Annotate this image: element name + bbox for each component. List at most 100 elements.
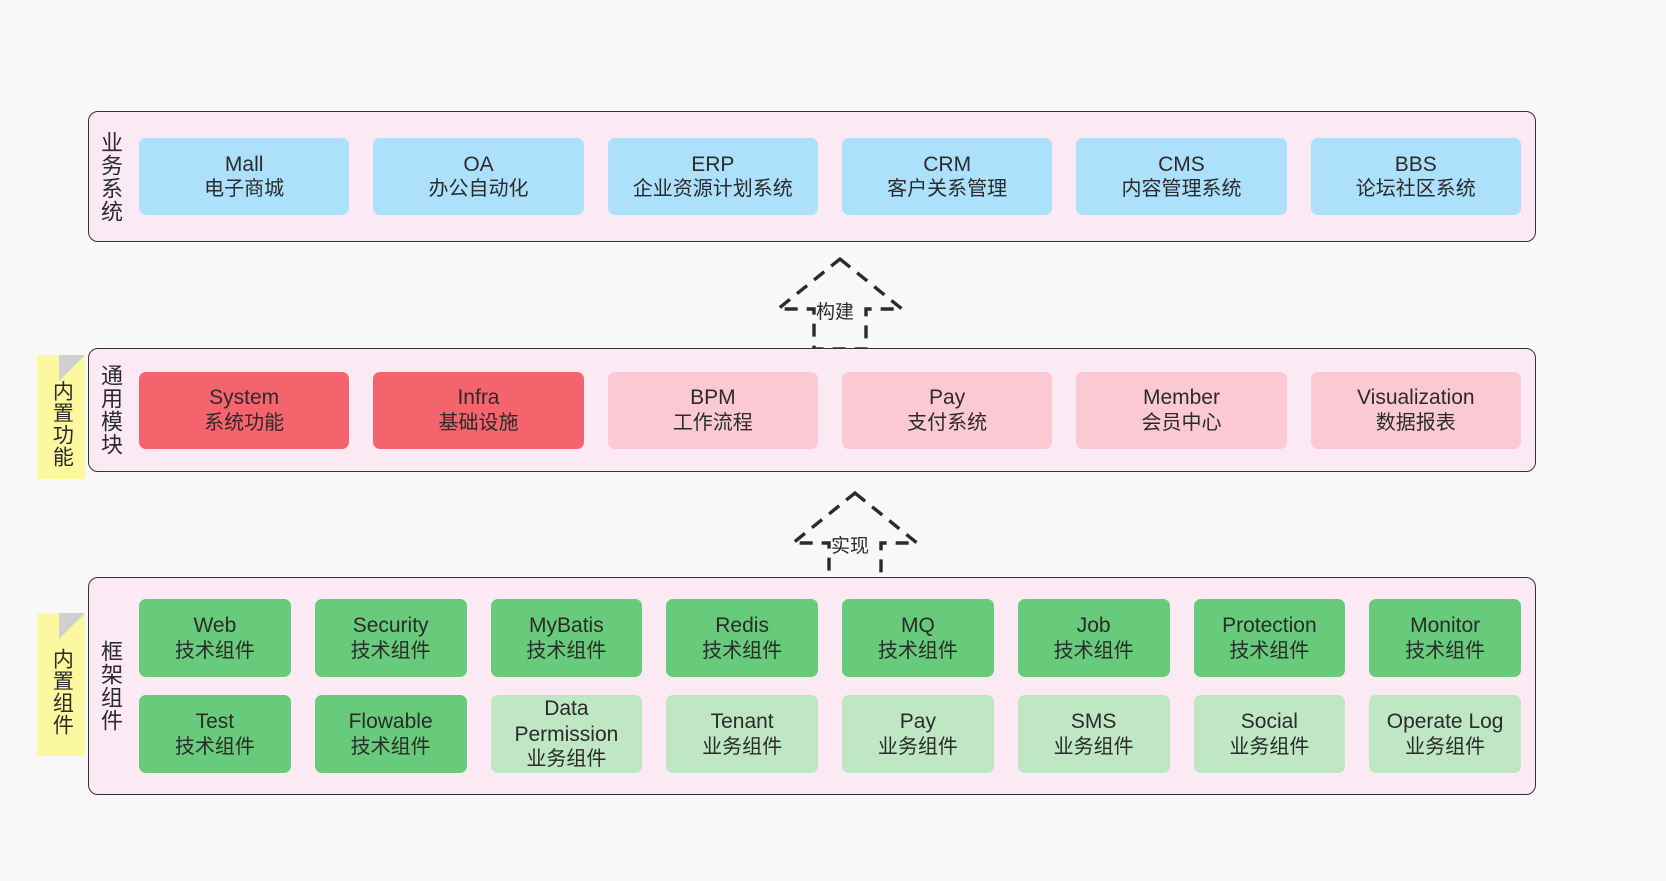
- card-member-title: Member: [1142, 386, 1220, 409]
- card-flowable-title: Flowable: [348, 710, 433, 733]
- card-crm-sub: 客户关系管理: [887, 178, 1008, 201]
- card-bpm-sub: 工作流程: [672, 411, 753, 434]
- business-card-row: Mall 电子商城 OA 办公自动化 ERP 企业资源计划系统 CRM 客户关系…: [139, 138, 1521, 215]
- card-operate-log[interactable]: Operate Log 业务组件: [1369, 695, 1521, 773]
- card-pay-component-title: Pay: [899, 710, 936, 733]
- card-monitor-title: Monitor: [1410, 614, 1481, 637]
- card-visualization[interactable]: Visualization 数据报表: [1310, 371, 1521, 449]
- card-redis-title: Redis: [715, 614, 769, 637]
- card-mq-sub: 技术组件: [877, 639, 958, 662]
- layer-framework-components-body: Web 技术组件 Security 技术组件 MyBatis 技术组件 Redi…: [131, 578, 1535, 794]
- card-oa[interactable]: OA 办公自动化: [373, 138, 584, 215]
- card-web-title: Web: [193, 614, 237, 637]
- card-mall-sub: 电子商城: [204, 178, 285, 201]
- card-pay-component[interactable]: Pay 业务组件: [842, 695, 994, 773]
- card-operate-log-title: Operate Log: [1386, 710, 1504, 733]
- layer-framework-components-title: 框架组件: [97, 640, 123, 732]
- card-web-sub: 技术组件: [174, 639, 255, 662]
- card-tenant-sub: 业务组件: [702, 735, 783, 758]
- card-infra[interactable]: Infra 基础设施: [373, 371, 584, 449]
- card-crm[interactable]: CRM 客户关系管理: [841, 138, 1053, 215]
- card-mybatis[interactable]: MyBatis 技术组件: [490, 599, 643, 677]
- card-system[interactable]: System 系统功能: [139, 371, 350, 449]
- note-builtin-components: 内置组件: [37, 613, 85, 756]
- card-cms-title: CMS: [1158, 152, 1205, 176]
- card-social-sub: 业务组件: [1229, 735, 1310, 758]
- layer-framework-components: 框架组件 Web 技术组件 Security 技术组件 MyBatis 技术组件…: [88, 577, 1536, 795]
- card-job[interactable]: Job 技术组件: [1017, 599, 1170, 677]
- card-test-title: Test: [195, 710, 235, 733]
- card-cms-sub: 内容管理系统: [1121, 178, 1242, 201]
- card-mq[interactable]: MQ 技术组件: [842, 599, 994, 677]
- card-crm-title: CRM: [923, 152, 972, 176]
- card-flowable-sub: 技术组件: [350, 735, 431, 758]
- card-tenant[interactable]: Tenant 业务组件: [666, 695, 818, 773]
- note-builtin-functions: 内置功能: [37, 355, 85, 479]
- card-bbs[interactable]: BBS 论坛社区系统: [1310, 138, 1521, 215]
- common-card-row: System 系统功能 Infra 基础设施 BPM 工作流程 Pay 支付系统…: [139, 371, 1521, 449]
- card-oa-title: OA: [463, 152, 494, 176]
- card-data-permission-sub: 业务组件: [526, 748, 607, 771]
- card-data-permission[interactable]: Data Permission 业务组件: [490, 695, 643, 773]
- card-oa-sub: 办公自动化: [428, 178, 529, 201]
- card-tenant-title: Tenant: [710, 710, 774, 733]
- card-erp-title: ERP: [691, 152, 735, 176]
- card-member[interactable]: Member 会员中心: [1076, 371, 1287, 449]
- card-sms-title: SMS: [1070, 710, 1117, 733]
- note-builtin-components-label: 内置组件: [50, 647, 74, 736]
- card-job-sub: 技术组件: [1053, 639, 1134, 662]
- arrow-build: 构建: [750, 253, 930, 351]
- card-bbs-title: BBS: [1394, 152, 1437, 176]
- card-protection-title: Protection: [1222, 614, 1317, 637]
- card-flowable[interactable]: Flowable 技术组件: [314, 695, 467, 773]
- framework-card-row-1: Web 技术组件 Security 技术组件 MyBatis 技术组件 Redi…: [139, 599, 1521, 677]
- card-data-permission-title: Data Permission: [514, 697, 619, 746]
- card-sms[interactable]: SMS 业务组件: [1017, 695, 1170, 773]
- note-builtin-functions-label: 内置功能: [50, 380, 74, 468]
- card-monitor[interactable]: Monitor 技术组件: [1369, 599, 1521, 677]
- card-bpm-title: BPM: [690, 386, 736, 409]
- layer-common-modules: 通用模块 System 系统功能 Infra 基础设施 BPM 工作流程 Pay…: [88, 348, 1536, 472]
- layer-common-modules-body: System 系统功能 Infra 基础设施 BPM 工作流程 Pay 支付系统…: [131, 349, 1535, 471]
- layer-business-systems-title: 业务系统: [97, 130, 123, 223]
- card-mybatis-title: MyBatis: [529, 614, 604, 637]
- card-mall[interactable]: Mall 电子商城: [139, 138, 350, 215]
- card-pay-module-title: Pay: [929, 386, 966, 409]
- card-bbs-sub: 论坛社区系统: [1355, 178, 1476, 201]
- card-bpm[interactable]: BPM 工作流程: [607, 371, 818, 449]
- card-monitor-sub: 技术组件: [1405, 639, 1486, 662]
- arrow-build-label: 构建: [816, 302, 855, 323]
- card-social-title: Social: [1240, 710, 1298, 733]
- card-security-sub: 技术组件: [350, 639, 431, 662]
- card-erp[interactable]: ERP 企业资源计划系统: [607, 138, 818, 215]
- card-sms-sub: 业务组件: [1053, 735, 1134, 758]
- framework-card-row-2: Test 技术组件 Flowable 技术组件 Data Permission …: [139, 695, 1521, 773]
- layer-common-modules-title: 通用模块: [97, 364, 123, 456]
- card-social[interactable]: Social 业务组件: [1193, 695, 1346, 773]
- card-security[interactable]: Security 技术组件: [314, 599, 467, 677]
- layer-business-systems: 业务系统 Mall 电子商城 OA 办公自动化 ERP 企业资源计划系统 CRM…: [88, 111, 1536, 242]
- layer-business-systems-body: Mall 电子商城 OA 办公自动化 ERP 企业资源计划系统 CRM 客户关系…: [131, 112, 1535, 241]
- card-cms[interactable]: CMS 内容管理系统: [1076, 138, 1287, 215]
- card-erp-sub: 企业资源计划系统: [632, 178, 793, 201]
- card-web[interactable]: Web 技术组件: [139, 599, 291, 677]
- card-infra-sub: 基础设施: [438, 411, 519, 434]
- card-redis[interactable]: Redis 技术组件: [666, 599, 818, 677]
- card-test-sub: 技术组件: [174, 735, 255, 758]
- card-pay-component-sub: 业务组件: [877, 735, 958, 758]
- card-test[interactable]: Test 技术组件: [139, 695, 291, 773]
- card-protection-sub: 技术组件: [1229, 639, 1310, 662]
- card-job-title: Job: [1076, 614, 1111, 637]
- card-mq-title: MQ: [900, 614, 935, 637]
- card-member-sub: 会员中心: [1141, 411, 1222, 434]
- card-redis-sub: 技术组件: [702, 639, 783, 662]
- card-security-title: Security: [352, 614, 429, 637]
- card-pay-module-sub: 支付系统: [907, 411, 988, 434]
- card-mall-title: Mall: [224, 152, 264, 176]
- card-operate-log-sub: 业务组件: [1405, 735, 1486, 758]
- card-protection[interactable]: Protection 技术组件: [1193, 599, 1346, 677]
- card-visualization-title: Visualization: [1357, 386, 1475, 409]
- card-system-sub: 系统功能: [204, 411, 285, 434]
- card-pay-module[interactable]: Pay 支付系统: [841, 371, 1053, 449]
